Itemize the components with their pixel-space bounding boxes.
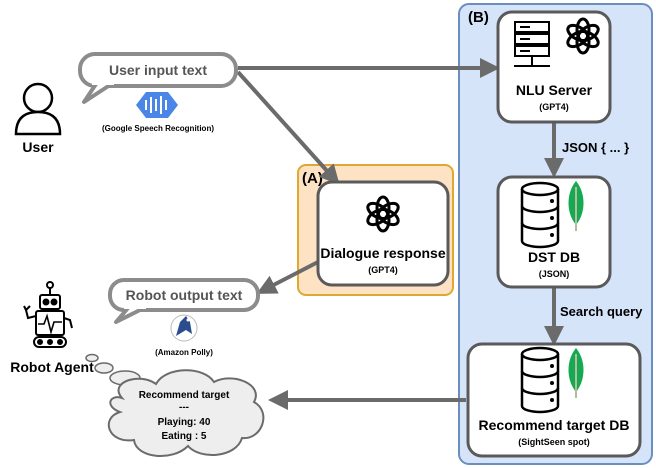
- edge-label-search-query: Search query: [560, 304, 643, 319]
- robot-output-bubble: [108, 278, 260, 324]
- cloud-line-eating: Eating : 5: [161, 431, 206, 442]
- google-speech-icon: [136, 92, 178, 118]
- arrow-user-to-dialogue: [236, 70, 340, 185]
- thought-bubble-small: [85, 353, 99, 363]
- recommend-db-title: Recommend target DB: [479, 417, 630, 433]
- database-icon-recommend: [520, 346, 560, 414]
- cloud-title: Recommend target: [139, 390, 230, 401]
- speech-service-label: (Google Speech Recognition): [102, 124, 214, 133]
- dialogue-response-title: Dialogue response: [320, 245, 445, 261]
- server-icon: [514, 21, 550, 67]
- user-input-text: User input text: [109, 62, 207, 78]
- arrow-dialogue-to-robot: [256, 260, 319, 294]
- dst-db-title: DST DB: [528, 249, 580, 265]
- thought-bubble-medium: [94, 362, 114, 374]
- edge-label-json: JSON { ... }: [562, 140, 629, 155]
- dialogue-response-node: [316, 180, 450, 287]
- nlu-server-sub: (GPT4): [539, 102, 569, 112]
- group-a-label: (A): [302, 170, 323, 187]
- user-icon: [14, 82, 62, 136]
- robot-output-text: Robot output text: [126, 287, 243, 303]
- database-icon-dst: [520, 181, 560, 249]
- recommend-db-sub: (SightSeen spot): [518, 437, 590, 447]
- user-label: User: [22, 139, 54, 155]
- nlu-server-title: NLU Server: [516, 82, 593, 98]
- cloud-separator: ---: [179, 402, 189, 413]
- amazon-polly-icon: [170, 314, 198, 342]
- dialogue-response-sub: (GPT4): [368, 265, 398, 275]
- recommend-target-cloud: [107, 369, 265, 458]
- robot-agent-label: Robot Agent: [10, 359, 94, 375]
- dst-db-sub: (JSON): [539, 269, 570, 279]
- cloud-line-playing: Playing: 40: [158, 417, 211, 428]
- tts-service-label: (Amazon Polly): [155, 348, 213, 357]
- group-b-label: (B): [468, 9, 489, 26]
- user-input-bubble: [78, 52, 238, 104]
- robot-icon: [23, 281, 73, 348]
